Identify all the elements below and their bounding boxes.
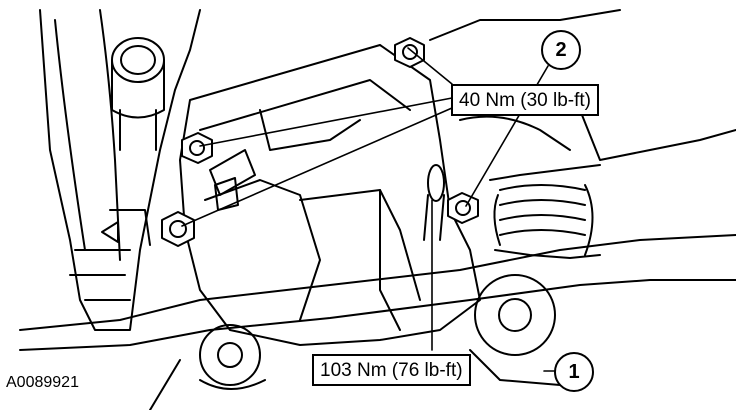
lower-bushing bbox=[469, 274, 561, 386]
through-bolt bbox=[423, 164, 445, 241]
bolt-right bbox=[447, 192, 479, 224]
bolt-lower-left bbox=[161, 211, 195, 247]
lower-crossmember bbox=[19, 234, 736, 410]
callout-number-1: 1 bbox=[554, 352, 594, 392]
bolt-top bbox=[394, 37, 425, 68]
torque-label-1: 103 Nm (76 lb-ft) bbox=[312, 354, 471, 386]
leader-bolt-lower bbox=[181, 107, 453, 227]
leader-bolt-middle bbox=[199, 97, 453, 147]
mount-bracket bbox=[179, 44, 481, 346]
callout-number-2: 2 bbox=[541, 30, 581, 70]
torque-label-2: 40 Nm (30 lb-ft) bbox=[451, 84, 599, 116]
figure-id: A0089921 bbox=[6, 374, 79, 391]
drive-shaft-boot bbox=[429, 9, 736, 259]
leader-bolt-top bbox=[407, 47, 453, 85]
bolt-middle-left bbox=[181, 132, 213, 164]
transmission-housing bbox=[39, 9, 201, 331]
leader-lines bbox=[181, 47, 557, 372]
